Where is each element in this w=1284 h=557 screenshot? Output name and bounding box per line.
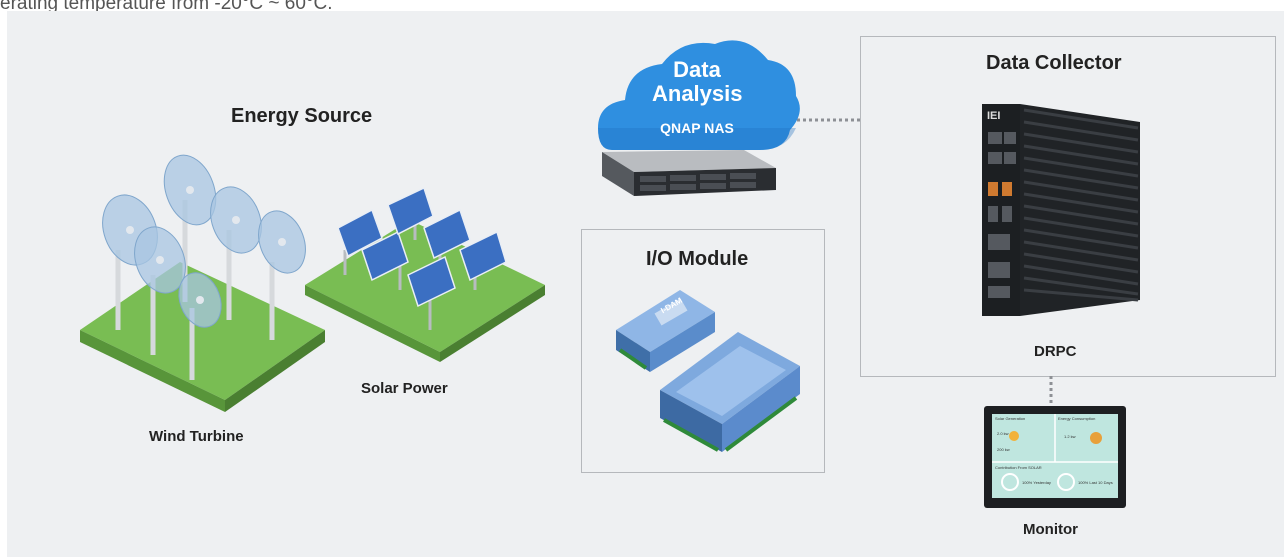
monitor-screen-consumption-title: Energy Consumption (1058, 416, 1096, 421)
solar-power-label: Solar Power (361, 380, 448, 397)
io-module-title: I/O Module (646, 248, 749, 270)
monitor-screen-footer-title: Contribution From SOLAR (995, 465, 1042, 470)
drpc-label: DRPC (1034, 343, 1077, 360)
monitor-screen-value-a2: 200 kw (997, 447, 1010, 452)
monitor-screen-value-b1: 1.2 kw (1064, 434, 1076, 439)
io-module-illustration (616, 290, 800, 452)
cloud-title-line1: Data (673, 57, 721, 82)
monitor-screen-gauge-b: 100% Last 10 Days (1078, 480, 1113, 485)
page-caption-text: erating temperature from -20°C ~ 60°C. (0, 0, 333, 14)
monitor-screen-solar-title: Solar Generation (995, 416, 1026, 421)
monitor-illustration (984, 406, 1126, 508)
solar-power-illustration (305, 186, 545, 362)
wind-turbine-label: Wind Turbine (149, 428, 244, 445)
drpc-brand: IEI (987, 110, 1001, 122)
nas-label: QNAP NAS (660, 120, 734, 136)
drpc-illustration (982, 104, 1140, 316)
wind-turbine-illustration (80, 154, 325, 412)
monitor-label: Monitor (1023, 521, 1078, 538)
qnap-nas-illustration (602, 150, 776, 196)
cloud-title-line2: Analysis (652, 81, 743, 106)
data-analysis-cloud (598, 40, 800, 150)
energy-source-title: Energy Source (231, 105, 373, 127)
monitor-screen-value-a1: 2.0 kw (997, 431, 1009, 436)
data-collector-box (860, 36, 1276, 377)
monitor-screen-gauge-a: 100% Yesterday (1022, 480, 1051, 485)
data-collector-title: Data Collector (986, 52, 1122, 74)
